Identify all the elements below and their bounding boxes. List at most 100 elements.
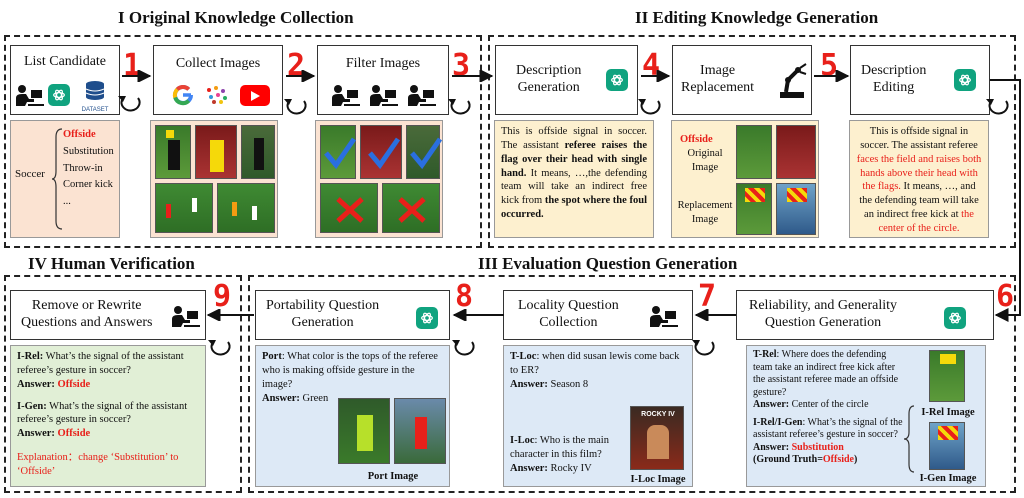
verify-q1: What’s the signal of the assistant refer… <box>17 351 184 376</box>
flow-arrow <box>452 309 504 321</box>
description-generation-label-1: Description <box>516 63 582 79</box>
ground-truth-value: Offside <box>822 454 854 465</box>
verify-explanation: Explanation：change ‘Substitution’ to ‘Of… <box>17 452 179 478</box>
portability-panel: Port: What color is the tops of the refe… <box>255 345 450 487</box>
flow-arrow <box>990 79 1021 322</box>
image-replacement-label-1: Image <box>700 63 736 79</box>
offside-label: Offside <box>680 134 713 145</box>
iloc-movie-poster: ROCKY IV <box>630 406 684 470</box>
step-number-2: 2 <box>287 48 306 83</box>
desc-edit-red-text: the center of the circle. <box>878 209 974 235</box>
person-icon <box>330 84 360 108</box>
loop-arrow-icon <box>636 97 664 119</box>
person-icon <box>14 84 44 108</box>
person-icon <box>170 305 200 329</box>
list-candidate-box: List Candidate <box>10 45 120 115</box>
port-image <box>394 398 446 464</box>
loop-arrow-icon <box>446 97 474 119</box>
step-number-7: 7 <box>698 279 717 314</box>
trel-answer-label: Answer: <box>753 399 790 410</box>
portability-label-1: Portability Question <box>266 298 380 314</box>
section-frame-1 <box>4 35 482 248</box>
person-icon <box>648 305 678 329</box>
verify-q2-label: I-Gen: <box>17 400 47 412</box>
port-image-caption: Port Image <box>367 471 419 482</box>
loop-arrow-icon <box>116 94 144 116</box>
brace-icon <box>903 405 915 473</box>
flow-arrow <box>452 70 494 82</box>
trel-answer: Center of the circle <box>789 399 869 410</box>
soccer-label: Soccer <box>15 168 45 180</box>
tloc-answer-label: Answer: <box>510 378 548 390</box>
collected-images-panel <box>150 120 278 238</box>
chatgpt-icon <box>48 84 70 106</box>
referee-photo <box>320 125 356 179</box>
replacement-image <box>736 183 772 235</box>
referee-photo <box>155 125 191 179</box>
iloc-image-caption: I-Loc Image <box>630 474 686 485</box>
irel-question: : What’s the signal of the assistant ref… <box>753 416 903 441</box>
checkmark-icon <box>324 137 442 170</box>
locality-label-1: Locality Question <box>518 298 619 314</box>
reliability-panel: T-Rel: Where does the defending team tak… <box>746 345 986 487</box>
original-image <box>736 125 772 179</box>
loop-arrow-icon <box>206 338 234 360</box>
verification-panel: I-Rel: What’s the signal of the assistan… <box>10 345 206 487</box>
port-image <box>338 398 390 464</box>
collect-images-label: Collect Images <box>175 56 261 71</box>
cross-icon <box>336 197 426 223</box>
trel-label: T-Rel <box>753 349 777 360</box>
section-title-editing-knowledge: II Editing Knowledge Generation <box>635 8 879 27</box>
section-frame-3 <box>248 275 1016 493</box>
desc-gen-bold-text: referee raises the flag over their head … <box>501 139 647 179</box>
remove-label-1: Remove or Rewrite <box>31 298 142 314</box>
candidate-item-corner-kick: Corner kick <box>63 179 113 191</box>
youtube-icon <box>240 85 270 106</box>
iloc-answer: Rocky IV <box>547 462 592 474</box>
verify-a1-label: Answer: <box>17 378 55 390</box>
ground-truth-prefix: (Ground Truth= <box>753 454 823 465</box>
desc-gen-text: This is offside signal in soccer. The as… <box>501 126 647 151</box>
reliability-label-2: Question Generation <box>764 315 882 330</box>
flow-arrow <box>122 70 152 82</box>
chatgpt-icon <box>606 69 628 91</box>
irel-answer-label: Answer: <box>753 441 790 453</box>
replacement-image-label: Replacement Image <box>677 200 733 225</box>
desc-edit-text: It means, …, and the defending team will… <box>859 181 979 221</box>
locality-label-2: Collection <box>539 315 598 330</box>
port-answer: Green <box>299 392 329 404</box>
iloc-answer-label: Answer: <box>510 462 548 474</box>
verify-q1-label: I-Rel: <box>17 351 44 362</box>
image-replacement-box: Image Replacement <box>672 45 812 115</box>
locality-question-box: Locality Question Collection <box>503 290 693 340</box>
chatgpt-icon <box>954 69 976 91</box>
list-candidate-label: List Candidate <box>23 54 107 69</box>
filtered-images-panel <box>315 120 443 238</box>
step-number-3: 3 <box>452 48 471 83</box>
locality-panel: T-Loc: when did susan lewis come back to… <box>503 345 693 487</box>
section-frame-2 <box>488 35 1016 248</box>
section-title-original-knowledge: I Original Knowledge Collection <box>118 8 354 27</box>
referee-photo <box>195 125 237 179</box>
image-search-icon <box>204 84 230 106</box>
image-replacement-panel: Offside Original Image Replacement Image <box>671 120 819 238</box>
port-question: : What color is the tops of the referee … <box>262 351 438 390</box>
step-number-5: 5 <box>820 48 839 83</box>
desc-gen-bold-text: the spot where the foul occurred. <box>501 195 647 221</box>
description-editing-text: This is offside signal in soccer. The as… <box>849 120 989 238</box>
candidate-item-offside: Offside <box>63 129 96 140</box>
brace-icon <box>51 128 63 230</box>
verify-a2-label: Answer: <box>17 428 55 440</box>
chatgpt-icon <box>944 307 966 329</box>
referee-photo <box>406 125 440 179</box>
iloc-question: : Who is the main character in this film… <box>510 435 609 460</box>
tloc-label: T-Loc <box>510 351 537 362</box>
verify-a1: Offside <box>54 378 91 390</box>
dataset-icon: DATASET <box>78 80 112 113</box>
description-generation-text: This is offside signal in soccer. The as… <box>494 120 654 238</box>
person-icon <box>368 84 398 108</box>
section-frame-4 <box>4 275 242 493</box>
loop-arrow-icon <box>690 338 718 360</box>
flow-arrow <box>814 70 850 82</box>
portability-label-2: Generation <box>291 315 354 330</box>
